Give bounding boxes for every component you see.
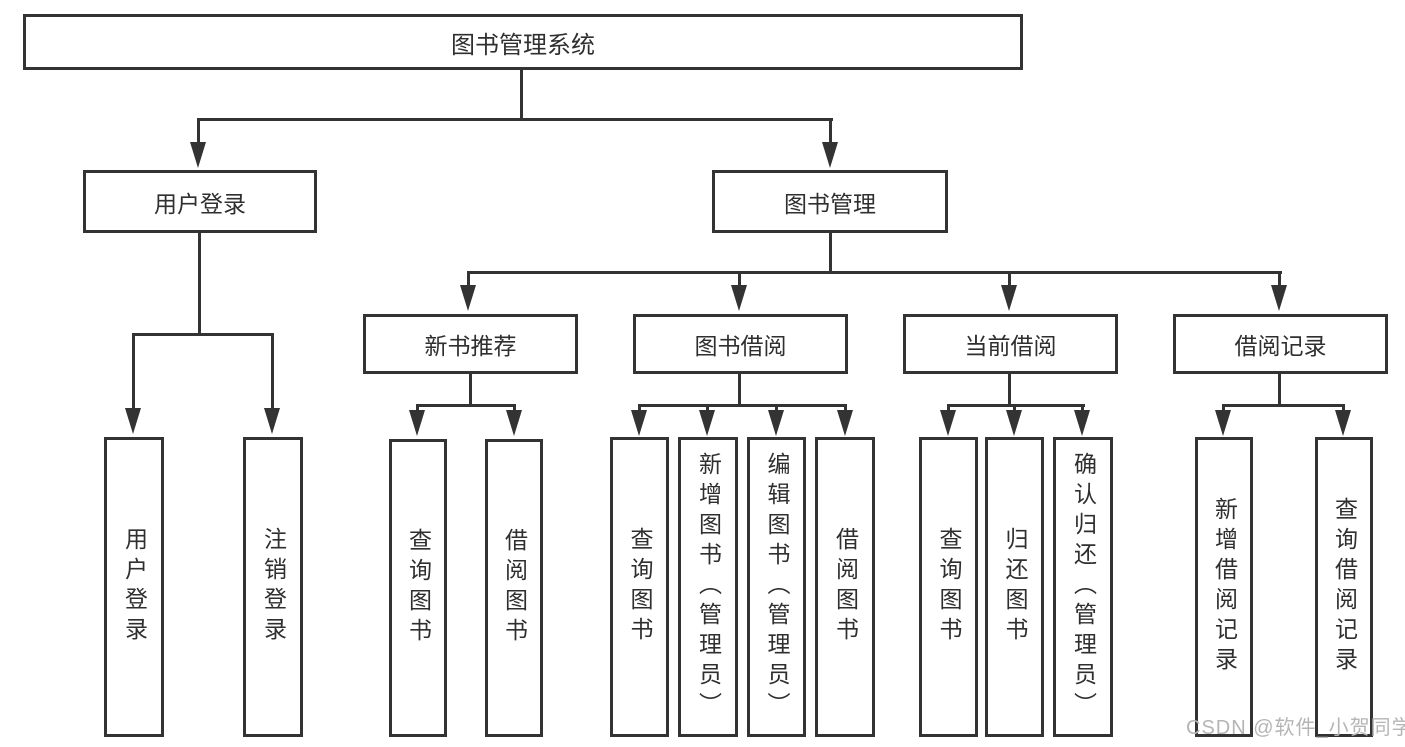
leaf-current-return-label: 归还图书 xyxy=(1002,527,1028,647)
connector-drop-br1 xyxy=(1222,404,1225,413)
leaf-records-query-label: 查询借阅记录 xyxy=(1331,497,1358,677)
leaf-records-add: 新增借阅记录 xyxy=(1195,437,1253,737)
arrowhead-current-borrow-icon xyxy=(1001,285,1017,311)
connector-borrow-records-bus xyxy=(1222,404,1345,407)
arrowhead-borrow-records-icon xyxy=(1271,285,1287,311)
connector-book-management-feed xyxy=(829,233,832,274)
leaf-current-query: 查询图书 xyxy=(919,437,978,737)
arrowhead-cb3-icon xyxy=(1074,410,1090,436)
arrowhead-cb1-icon xyxy=(940,410,956,436)
leaf-records-add-label: 新增借阅记录 xyxy=(1211,497,1238,677)
connector-book-borrow-feed xyxy=(738,374,741,407)
arrowhead-cb2-icon xyxy=(1006,410,1022,436)
node-borrow-records-label: 借阅记录 xyxy=(1234,333,1327,359)
connector-new-book-bus xyxy=(416,404,516,407)
node-book-borrow: 图书借阅 xyxy=(633,314,848,374)
connector-drop-user-login xyxy=(197,118,200,144)
node-borrow-records: 借阅记录 xyxy=(1173,314,1388,374)
arrowhead-book-management-icon xyxy=(822,142,838,168)
connector-drop-cb2 xyxy=(1013,404,1016,413)
leaf-records-query: 查询借阅记录 xyxy=(1315,437,1373,737)
node-book-management-label: 图书管理 xyxy=(784,190,876,217)
leaf-logout-label: 注销登录 xyxy=(260,527,287,647)
leaf-newbook-query-label: 查询图书 xyxy=(405,528,432,648)
leaf-current-confirm-admin: 确认归还（管理员） xyxy=(1053,437,1113,737)
connector-current-borrow-bus xyxy=(947,404,1085,407)
connector-level2-bus xyxy=(197,118,833,121)
connector-drop-new-book xyxy=(467,271,470,286)
connector-drop-cb3 xyxy=(1081,404,1084,413)
node-new-book-recommend: 新书推荐 xyxy=(363,314,578,374)
connector-borrow-records-feed xyxy=(1278,374,1281,407)
arrowhead-leaf-login-icon xyxy=(125,408,141,434)
arrowhead-br2-icon xyxy=(1335,410,1351,436)
node-book-management: 图书管理 xyxy=(712,170,948,233)
watermark-text: CSDN @软件_小贺同学 xyxy=(1186,717,1405,739)
leaf-newbook-borrow: 借阅图书 xyxy=(485,439,543,737)
connector-drop-bb2 xyxy=(706,404,709,413)
arrowhead-new-book-icon xyxy=(460,285,476,311)
leaf-borrow-query: 查询图书 xyxy=(610,437,669,737)
connector-book-borrow-bus xyxy=(638,404,847,407)
connector-drop-book-management xyxy=(829,118,832,144)
leaf-newbook-query: 查询图书 xyxy=(389,439,447,737)
connector-drop-cb1 xyxy=(947,404,950,413)
connector-drop-bb1 xyxy=(638,404,641,413)
leaf-borrow-borrow: 借阅图书 xyxy=(815,437,875,737)
node-current-borrow-label: 当前借阅 xyxy=(964,333,1057,359)
arrowhead-user-login-icon xyxy=(190,142,206,168)
node-current-borrow: 当前借阅 xyxy=(903,314,1118,374)
arrowhead-br1-icon xyxy=(1215,410,1231,436)
connector-drop-nb2 xyxy=(513,404,516,413)
connector-current-borrow-feed xyxy=(1008,374,1011,407)
leaf-borrow-edit-admin: 编辑图书（管理员） xyxy=(747,437,806,737)
leaf-current-query-label: 查询图书 xyxy=(936,527,962,647)
node-book-borrow-label: 图书借阅 xyxy=(694,333,787,359)
connector-root-feed xyxy=(520,68,523,118)
node-user-login: 用户登录 xyxy=(83,170,317,233)
leaf-borrow-query-label: 查询图书 xyxy=(627,527,653,647)
arrowhead-bb2-icon xyxy=(699,410,715,436)
connector-drop-leaf-login xyxy=(132,333,135,409)
arrowhead-book-borrow-icon xyxy=(731,285,747,311)
arrowhead-bb4-icon xyxy=(837,410,853,436)
node-new-book-recommend-label: 新书推荐 xyxy=(424,333,517,359)
leaf-borrow-borrow-label: 借阅图书 xyxy=(832,527,859,647)
connector-new-book-feed xyxy=(469,374,472,407)
leaf-user-login: 用户登录 xyxy=(104,437,164,737)
leaf-newbook-borrow-label: 借阅图书 xyxy=(501,528,528,648)
connector-level3-bus xyxy=(467,271,1282,274)
leaf-borrow-edit-admin-label: 编辑图书（管理员） xyxy=(764,452,790,722)
arrowhead-bb3-icon xyxy=(768,410,784,436)
leaf-current-confirm-admin-label: 确认归还（管理员） xyxy=(1070,452,1097,722)
connector-drop-borrow-records xyxy=(1278,271,1281,286)
connector-drop-nb1 xyxy=(416,404,419,413)
node-root-label: 图书管理系统 xyxy=(451,31,595,59)
arrowhead-nb1-icon xyxy=(409,410,425,436)
connector-drop-bb3 xyxy=(775,404,778,413)
leaf-borrow-add-admin-label: 新增图书（管理员） xyxy=(695,452,722,722)
node-root: 图书管理系统 xyxy=(23,14,1023,70)
arrowhead-bb1-icon xyxy=(631,410,647,436)
leaf-logout: 注销登录 xyxy=(243,437,303,737)
leaf-current-return: 归还图书 xyxy=(985,437,1044,737)
connector-user-login-feed xyxy=(198,233,201,336)
node-user-login-label: 用户登录 xyxy=(154,190,246,217)
arrowhead-nb2-icon xyxy=(506,410,522,436)
connector-user-login-bus xyxy=(132,333,274,336)
connector-drop-leaf-logout xyxy=(271,333,274,409)
leaf-user-login-label: 用户登录 xyxy=(121,527,148,647)
connector-drop-bb4 xyxy=(844,404,847,413)
arrowhead-leaf-logout-icon xyxy=(264,408,280,434)
connector-drop-current-borrow xyxy=(1008,271,1011,286)
leaf-borrow-add-admin: 新增图书（管理员） xyxy=(678,437,738,737)
connector-drop-br2 xyxy=(1342,404,1345,413)
connector-drop-book-borrow xyxy=(738,271,741,286)
